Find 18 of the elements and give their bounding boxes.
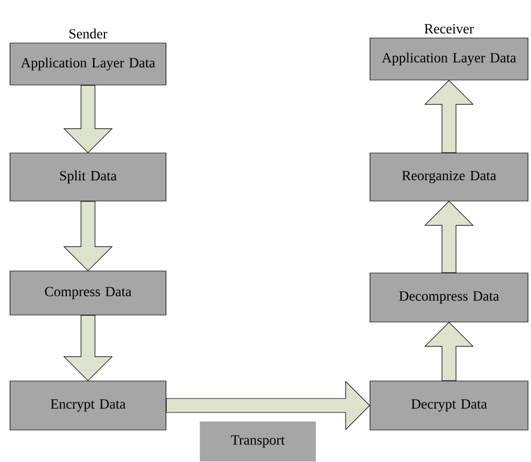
process-box: Application Layer Data [370, 38, 528, 80]
process-box: Compress Data [10, 270, 166, 316]
heading: Receiver [424, 24, 474, 34]
edge-label: Transport [200, 422, 316, 462]
process-box: Encrypt Data [10, 380, 166, 430]
block-arrow [63, 201, 113, 272]
heading: Sender [70, 28, 108, 38]
block-arrow [424, 322, 474, 381]
process-box: Decrypt Data [370, 380, 528, 430]
block-arrow [63, 85, 113, 154]
process-box: Reorganize Data [370, 152, 528, 202]
process-box: Split Data [10, 152, 166, 202]
process-box: Decompress Data [370, 272, 528, 322]
block-arrow [424, 80, 474, 153]
block-arrow [63, 315, 113, 382]
block-arrow [166, 380, 370, 430]
process-box: Application Layer Data [10, 42, 166, 86]
block-arrow [424, 200, 474, 273]
